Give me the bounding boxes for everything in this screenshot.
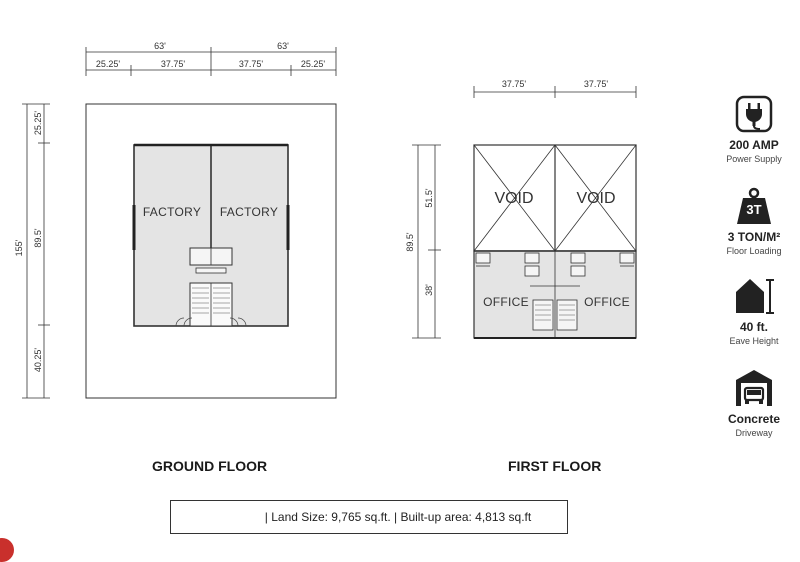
truck-garage-icon: [734, 368, 774, 408]
ground-dim-top-part-1: 25.25': [96, 59, 121, 69]
spec-eave-height-label: Eave Height: [729, 336, 779, 346]
first-dim-left-part-1: 51.5': [424, 188, 434, 208]
ground-floor-plan: [85, 103, 337, 399]
first-top-dimensions: [473, 86, 637, 98]
ground-dim-top-total-1: 63': [154, 41, 166, 51]
power-plug-icon: [734, 94, 774, 134]
spec-floor-loading-value: 3 TON/M²: [727, 230, 781, 244]
first-room-office-2: OFFICE: [584, 295, 630, 309]
spec-driveway-value: Concrete: [727, 412, 780, 426]
ground-dim-left-part-2: 89.5': [33, 228, 43, 248]
weight-icon: 3T: [734, 186, 774, 226]
spec-floor-loading-label: Floor Loading: [726, 246, 782, 256]
first-void-label-2: VOID: [576, 190, 615, 207]
ground-room-factory-1: FACTORY: [143, 205, 201, 219]
first-void-label-1: VOID: [494, 190, 533, 207]
first-left-dimensions: [412, 144, 441, 339]
first-dim-left-part-2: 38': [424, 284, 434, 296]
spec-power-label: Power Supply: [726, 154, 782, 164]
ground-floor-title: GROUND FLOOR: [152, 458, 268, 474]
spec-eave-height-value: 40 ft.: [739, 320, 768, 334]
weight-icon-text: 3T: [746, 202, 762, 217]
ground-dim-left-total: 155': [14, 239, 24, 256]
ground-left-dimensions: [22, 103, 50, 399]
spec-driveway: Concrete Driveway: [716, 368, 792, 438]
first-dim-top-part-2: 37.75': [584, 79, 609, 89]
ground-dim-top-part-4: 25.25': [301, 59, 326, 69]
area-summary-box: | Land Size: 9,765 sq.ft. | Built-up are…: [170, 500, 568, 534]
ground-room-factory-2: FACTORY: [220, 205, 278, 219]
ground-dim-top-part-3: 37.75': [239, 59, 264, 69]
spec-driveway-label: Driveway: [735, 428, 773, 438]
ground-dim-top-part-2: 37.75': [161, 59, 186, 69]
spec-eave-height: 40 ft. Eave Height: [716, 276, 792, 346]
spec-floor-loading: 3T 3 TON/M² Floor Loading: [716, 186, 792, 256]
spec-power: 200 AMP Power Supply: [716, 94, 792, 164]
area-summary-text: | Land Size: 9,765 sq.ft. | Built-up are…: [264, 510, 532, 524]
first-dim-top-part-1: 37.75': [502, 79, 527, 89]
first-dim-left-total: 89.5': [405, 232, 415, 252]
ground-dim-top-total-2: 63': [277, 41, 289, 51]
ground-top-dimensions: [85, 47, 337, 76]
spec-power-value: 200 AMP: [729, 138, 779, 152]
first-floor-plan: [473, 144, 637, 339]
first-room-office-1: OFFICE: [483, 295, 529, 309]
ground-dim-left-part-3: 40.25': [33, 348, 43, 373]
house-height-icon: [734, 276, 774, 316]
first-floor-title: FIRST FLOOR: [508, 458, 602, 474]
ground-dim-left-part-1: 25.25': [33, 111, 43, 136]
